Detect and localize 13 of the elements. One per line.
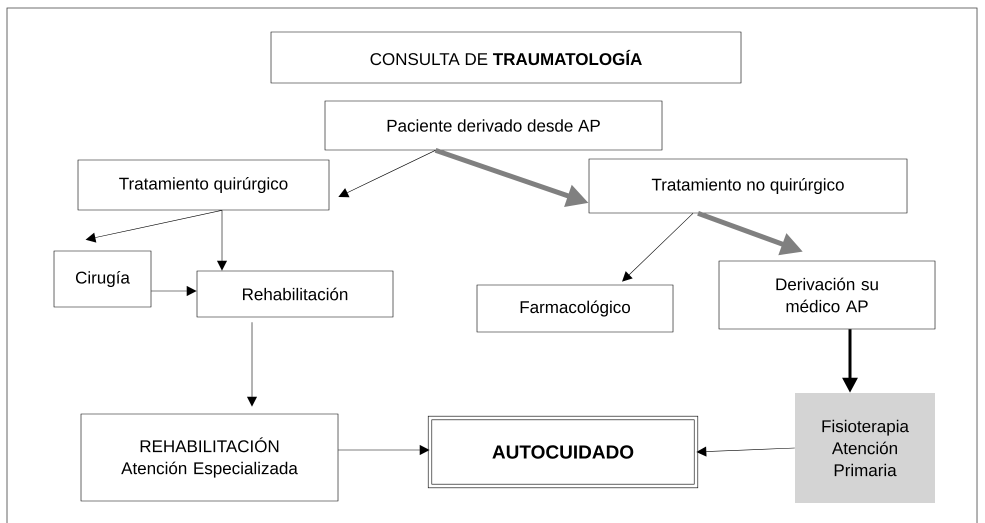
arrow xyxy=(86,210,222,243)
process-box: Tratamiento no quirúrgico xyxy=(588,158,908,214)
title-box: CONSULTA DE TRAUMATOLOGÍA xyxy=(270,32,742,84)
process-box: Farmacológico xyxy=(476,284,674,332)
process-box: Derivación su médico AP xyxy=(718,260,936,330)
process-box: Rehabilitación xyxy=(196,270,394,318)
process-box: REHABILITACIÓN Atención Especializada xyxy=(80,414,338,502)
shaded-box: Fisioterapia Atención Primaria xyxy=(795,393,935,503)
process-box: Tratamiento quirúrgico xyxy=(78,160,330,210)
outcome-box: AUTOCUIDADO xyxy=(428,416,698,488)
process-box: Cirugía xyxy=(54,250,152,308)
process-box: Paciente derivado desde AP xyxy=(324,100,662,150)
arrow xyxy=(622,213,694,282)
